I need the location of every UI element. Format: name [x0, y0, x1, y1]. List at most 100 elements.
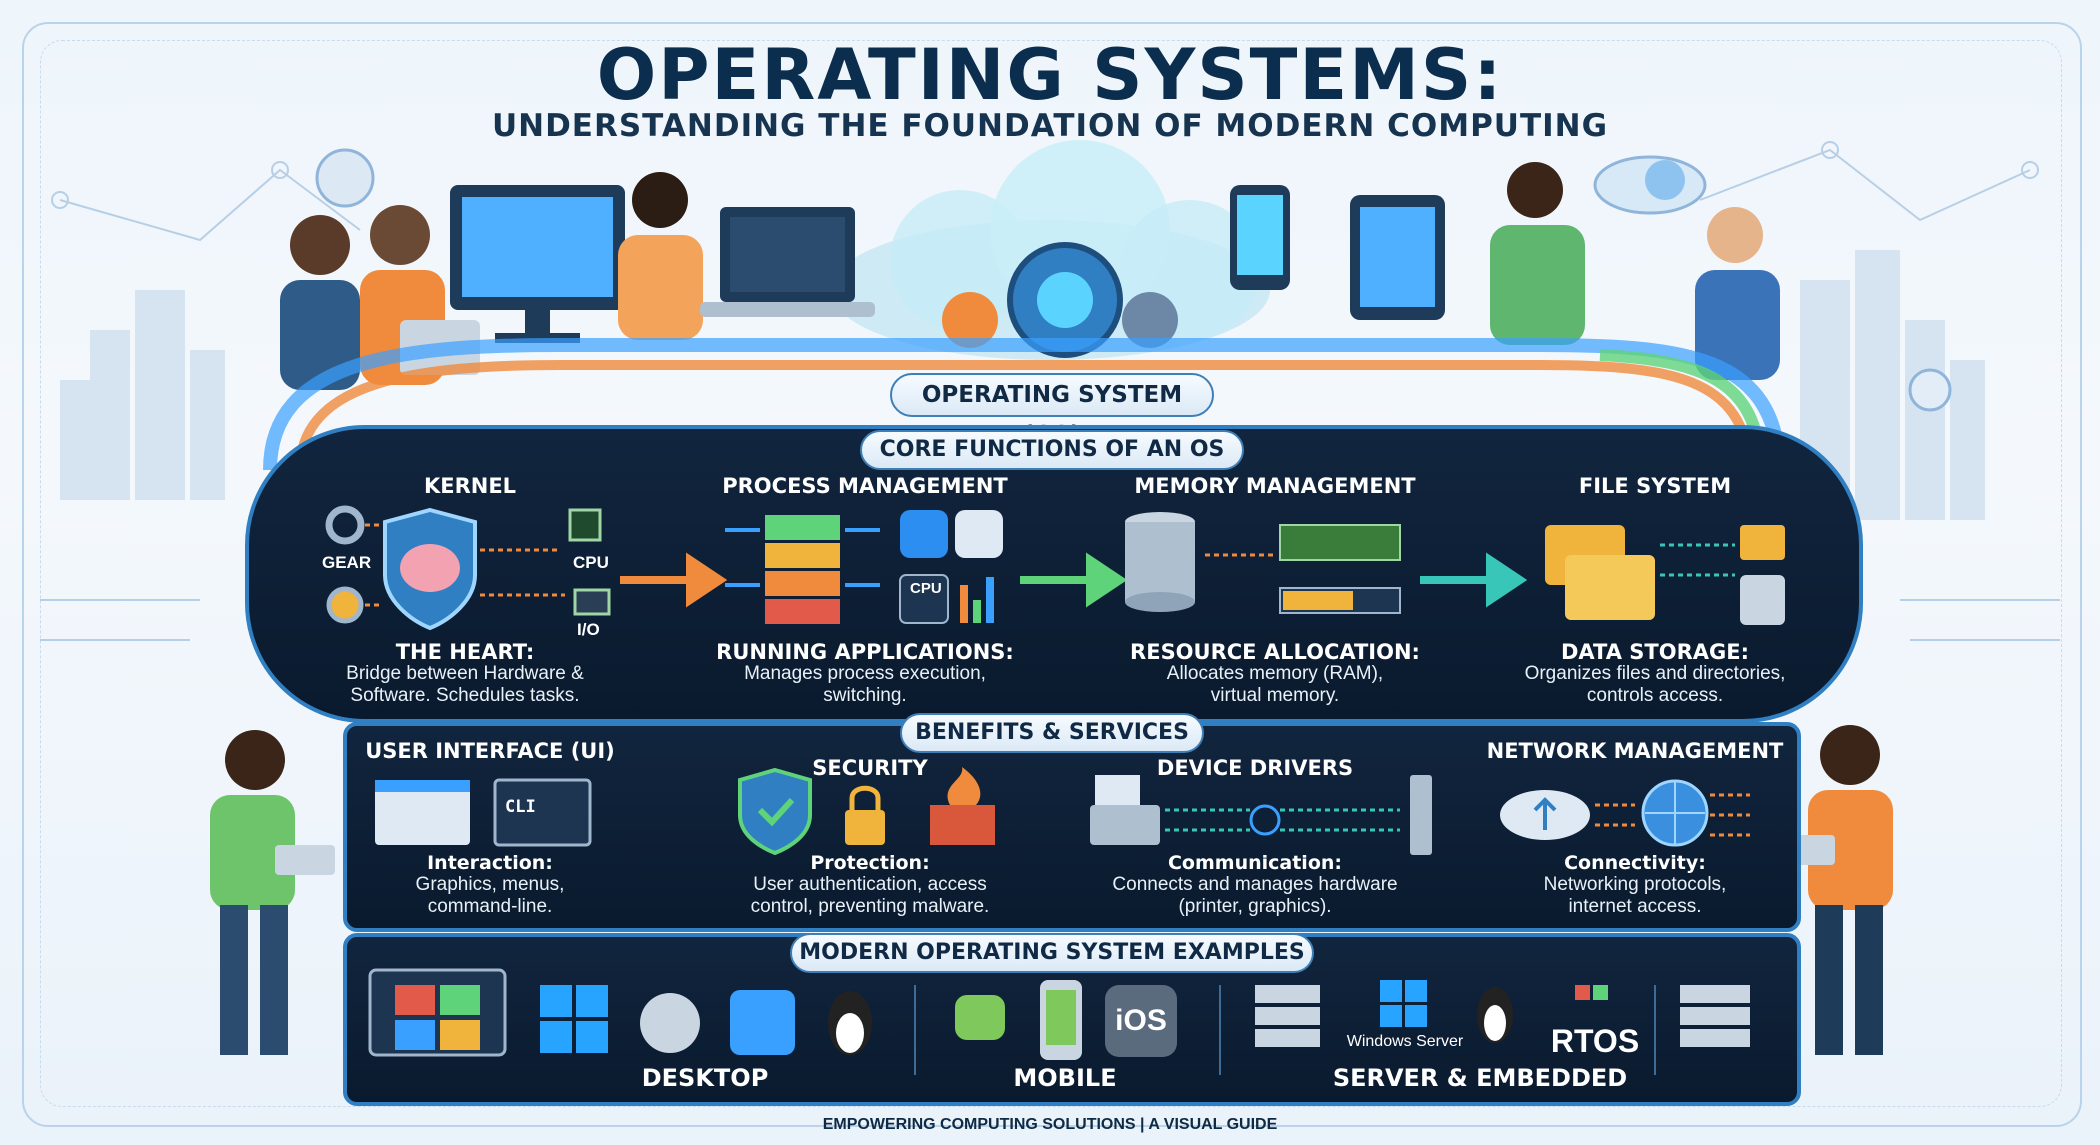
- examples-logos: [368, 968, 1750, 1075]
- tablet-icon: [1350, 195, 1445, 320]
- memory-heading: MEMORY MANAGEMENT: [1134, 474, 1416, 498]
- city-skyline-left-icon: [60, 290, 225, 500]
- process-stack-icon: [765, 515, 840, 540]
- hard-drive-icon: [1740, 575, 1785, 625]
- kernel-diagram: [325, 505, 611, 631]
- kernel-heading: KERNEL: [423, 474, 517, 498]
- person-phone-icon: [618, 172, 703, 340]
- kernel-desc-line1: Bridge between Hardware &: [346, 663, 584, 684]
- gear-icon: [326, 586, 364, 624]
- arrow-right-icon: [1420, 552, 1528, 608]
- drivers-diagram: [1090, 775, 1432, 855]
- desktop-label: DESKTOP: [641, 1064, 769, 1092]
- laptop-icon: [700, 207, 875, 317]
- android-logo-icon: [955, 995, 1005, 1040]
- server-rack-icon: [1680, 985, 1750, 1047]
- ui-heading: USER INTERFACE (UI): [365, 739, 615, 763]
- apps-grid-icon: [955, 510, 1003, 558]
- filesystem-desc-line2: controls access.: [1586, 685, 1724, 706]
- folder-icon: [1565, 555, 1655, 620]
- network-lines-icon: [40, 141, 2060, 641]
- ui-subheading: Interaction:: [427, 852, 553, 874]
- drivers-subheading: Communication:: [1167, 852, 1342, 874]
- security-desc-line1: User authentication, access: [753, 874, 987, 895]
- benefits-title: BENEFITS & SERVICES: [900, 713, 1204, 753]
- padlock-icon: [845, 810, 885, 845]
- ui-desc-line1: Graphics, menus,: [415, 874, 565, 895]
- cli-label: CLI: [505, 797, 536, 817]
- memory-subheading: RESOURCE ALLOCATION:: [1130, 640, 1420, 664]
- filesystem-subheading: DATA STORAGE:: [1560, 640, 1749, 664]
- page-subtitle: UNDERSTANDING THE FOUNDATION OF MODERN C…: [491, 108, 1609, 144]
- windows-xp-logo-icon: [368, 968, 507, 1057]
- cli-terminal-icon: [493, 778, 592, 847]
- drivers-desc-line2: (printer, graphics).: [1178, 896, 1332, 917]
- bar-chart-icon: [960, 585, 968, 623]
- footer-text: EMPOWERING COMPUTING SOLUTIONS | A VISUA…: [822, 1116, 1278, 1133]
- node-circle-icon: [1908, 368, 1952, 412]
- arrow-right-icon: [620, 552, 728, 608]
- people-right-icon: [1490, 162, 1780, 380]
- os-flow-band-icon: [263, 338, 1787, 481]
- examples-title: MODERN OPERATING SYSTEM EXAMPLES: [790, 933, 1314, 973]
- windows-logo-icon: [540, 985, 608, 1053]
- security-heading: SECURITY: [812, 756, 928, 780]
- windows-server-logo-icon: [1380, 980, 1427, 1027]
- security-description: User authentication, access control, pre…: [715, 874, 1025, 918]
- filesystem-heading: FILE SYSTEM: [1578, 474, 1732, 498]
- process-cpu-label: CPU: [910, 580, 942, 597]
- cloud-globe-icon: [1593, 155, 1707, 215]
- rtos-label: RTOS: [1550, 1023, 1640, 1059]
- network-desc-line2: internet access.: [1568, 896, 1702, 917]
- drivers-heading: DEVICE DRIVERS: [1156, 756, 1354, 780]
- finder-icon: [730, 990, 795, 1055]
- security-subheading: Protection:: [810, 852, 930, 874]
- gear-label: GEAR: [322, 553, 372, 572]
- network-subheading: Connectivity:: [1564, 852, 1706, 874]
- network-diagram: [1500, 779, 1750, 847]
- rtos-windows-flag-icon: [1575, 985, 1590, 1000]
- network-desc-line1: Networking protocols,: [1543, 874, 1727, 895]
- graphics-card-icon: [1410, 775, 1432, 855]
- apple-logo-icon: [640, 993, 700, 1053]
- core-functions-title: CORE FUNCTIONS OF AN OS: [860, 430, 1244, 470]
- process-desc-line2: switching.: [823, 685, 907, 706]
- filesystem-diagram: [1545, 525, 1785, 625]
- page-title: OPERATING SYSTEMS:: [596, 34, 1504, 116]
- kernel-desc-line2: Software. Schedules tasks.: [350, 685, 580, 706]
- outer-frame: [22, 22, 2082, 1127]
- memory-description: Allocates memory (RAM), virtual memory.: [1110, 663, 1440, 707]
- ios-logo-icon: [1105, 985, 1177, 1057]
- kernel-description: Bridge between Hardware & Software. Sche…: [315, 663, 615, 707]
- folder-small-icon: [1740, 525, 1785, 560]
- arrow-right-icon: [1020, 552, 1128, 608]
- cpu-chip-icon: [568, 508, 602, 542]
- filesystem-description: Organizes files and directories, control…: [1495, 663, 1815, 707]
- process-subheading: RUNNING APPLICATIONS:: [716, 640, 1014, 664]
- io-port-icon: [573, 588, 611, 616]
- ui-diagram: [375, 778, 592, 847]
- connector-icon: [1249, 804, 1281, 836]
- ios-label: iOS: [1115, 1004, 1167, 1037]
- network-heading: NETWORK MANAGEMENT: [1486, 739, 1784, 763]
- cpu-label: CPU: [573, 553, 609, 572]
- flow-arrows: [620, 552, 1528, 608]
- inner-frame: [40, 40, 2062, 1107]
- firewall-icon: [930, 805, 995, 845]
- process-heading: PROCESS MANAGEMENT: [722, 474, 1008, 498]
- filesystem-desc-line1: Organizes files and directories,: [1524, 663, 1786, 684]
- ui-desc-line2: command-line.: [427, 896, 553, 917]
- kernel-subheading: THE HEART:: [395, 640, 535, 664]
- desktop-monitor-icon: [450, 185, 625, 343]
- ui-description: Graphics, menus, command-line.: [355, 874, 625, 918]
- io-label: I/O: [577, 620, 600, 639]
- os-label: OPERATING SYSTEM (OS): [890, 373, 1214, 448]
- smartphone-icon: [1230, 185, 1290, 290]
- shield-check-icon: [738, 767, 812, 855]
- printer-icon: [1095, 775, 1140, 810]
- gui-window-icon: [375, 780, 470, 845]
- memory-desc-line1: Allocates memory (RAM),: [1166, 663, 1384, 684]
- process-description: Manages process execution, switching.: [700, 663, 1030, 707]
- mobile-label: MOBILE: [1013, 1064, 1117, 1092]
